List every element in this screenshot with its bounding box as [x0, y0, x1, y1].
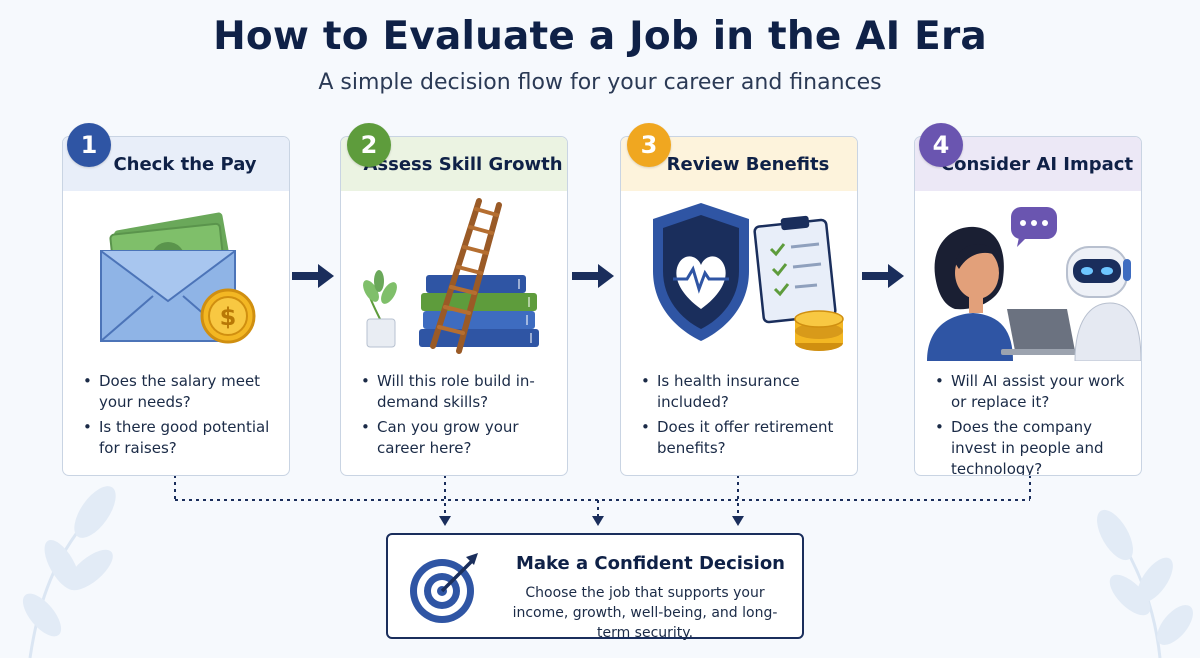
person-robot-icon — [915, 191, 1141, 362]
leaf-decoration-right — [1097, 509, 1193, 658]
target-icon — [410, 553, 478, 623]
step-questions: Will AI assist your work or replace it? … — [933, 371, 1131, 475]
step-card-skill-growth: Assess Skill Growth — [340, 136, 568, 476]
step-card-ai-impact: Consider AI Impact Will AI assist — [914, 136, 1142, 476]
question-item: Is health insurance included? — [639, 371, 847, 413]
page-title: How to Evaluate a Job in the AI Era — [213, 14, 987, 59]
step-number-badge: 3 — [627, 123, 671, 167]
question-item: Will this role build in-demand skills? — [359, 371, 557, 413]
step-number-badge: 1 — [67, 123, 111, 167]
arrow-right-icon — [862, 264, 904, 288]
step-title: Review Benefits — [666, 153, 830, 175]
step-number-badge: 2 — [347, 123, 391, 167]
question-item: Is there good potential for raises? — [81, 417, 279, 459]
step-questions: Is health insurance included? Does it of… — [639, 371, 847, 463]
decision-title: Make a Confident Decision — [516, 553, 785, 574]
question-item: Does the company invest in people and te… — [933, 417, 1131, 475]
question-item: Can you grow your career here? — [359, 417, 557, 459]
step-title: Check the Pay — [113, 153, 257, 175]
question-item: Does it offer retirement benefits? — [639, 417, 847, 459]
step-questions: Will this role build in-demand skills? C… — [359, 371, 557, 463]
step-title: Assess Skill Growth — [363, 153, 563, 175]
health-shield-icon — [621, 191, 857, 361]
decision-box: Make a Confident Decision Choose the job… — [386, 533, 804, 641]
question-item: Does the salary meet your needs? — [81, 371, 279, 413]
page-subtitle: A simple decision flow for your career a… — [318, 70, 882, 95]
step-title: Consider AI Impact — [940, 153, 1134, 175]
leaf-decoration-left — [22, 486, 116, 658]
arrow-right-icon — [292, 264, 334, 288]
step-number-badge: 4 — [919, 123, 963, 167]
ladder-books-icon — [341, 191, 567, 361]
step-card-check-pay: Check the Pay $ $ Does the salary meet y… — [62, 136, 290, 476]
decision-text: Choose the job that supports your income… — [512, 585, 778, 641]
money-envelope-icon: $ $ — [63, 191, 289, 361]
question-item: Will AI assist your work or replace it? — [933, 371, 1131, 413]
arrow-right-icon — [572, 264, 614, 288]
step-questions: Does the salary meet your needs? Is ther… — [81, 371, 279, 463]
svg-text:$: $ — [220, 303, 237, 331]
step-card-benefits: Review Benefits — [620, 136, 858, 476]
